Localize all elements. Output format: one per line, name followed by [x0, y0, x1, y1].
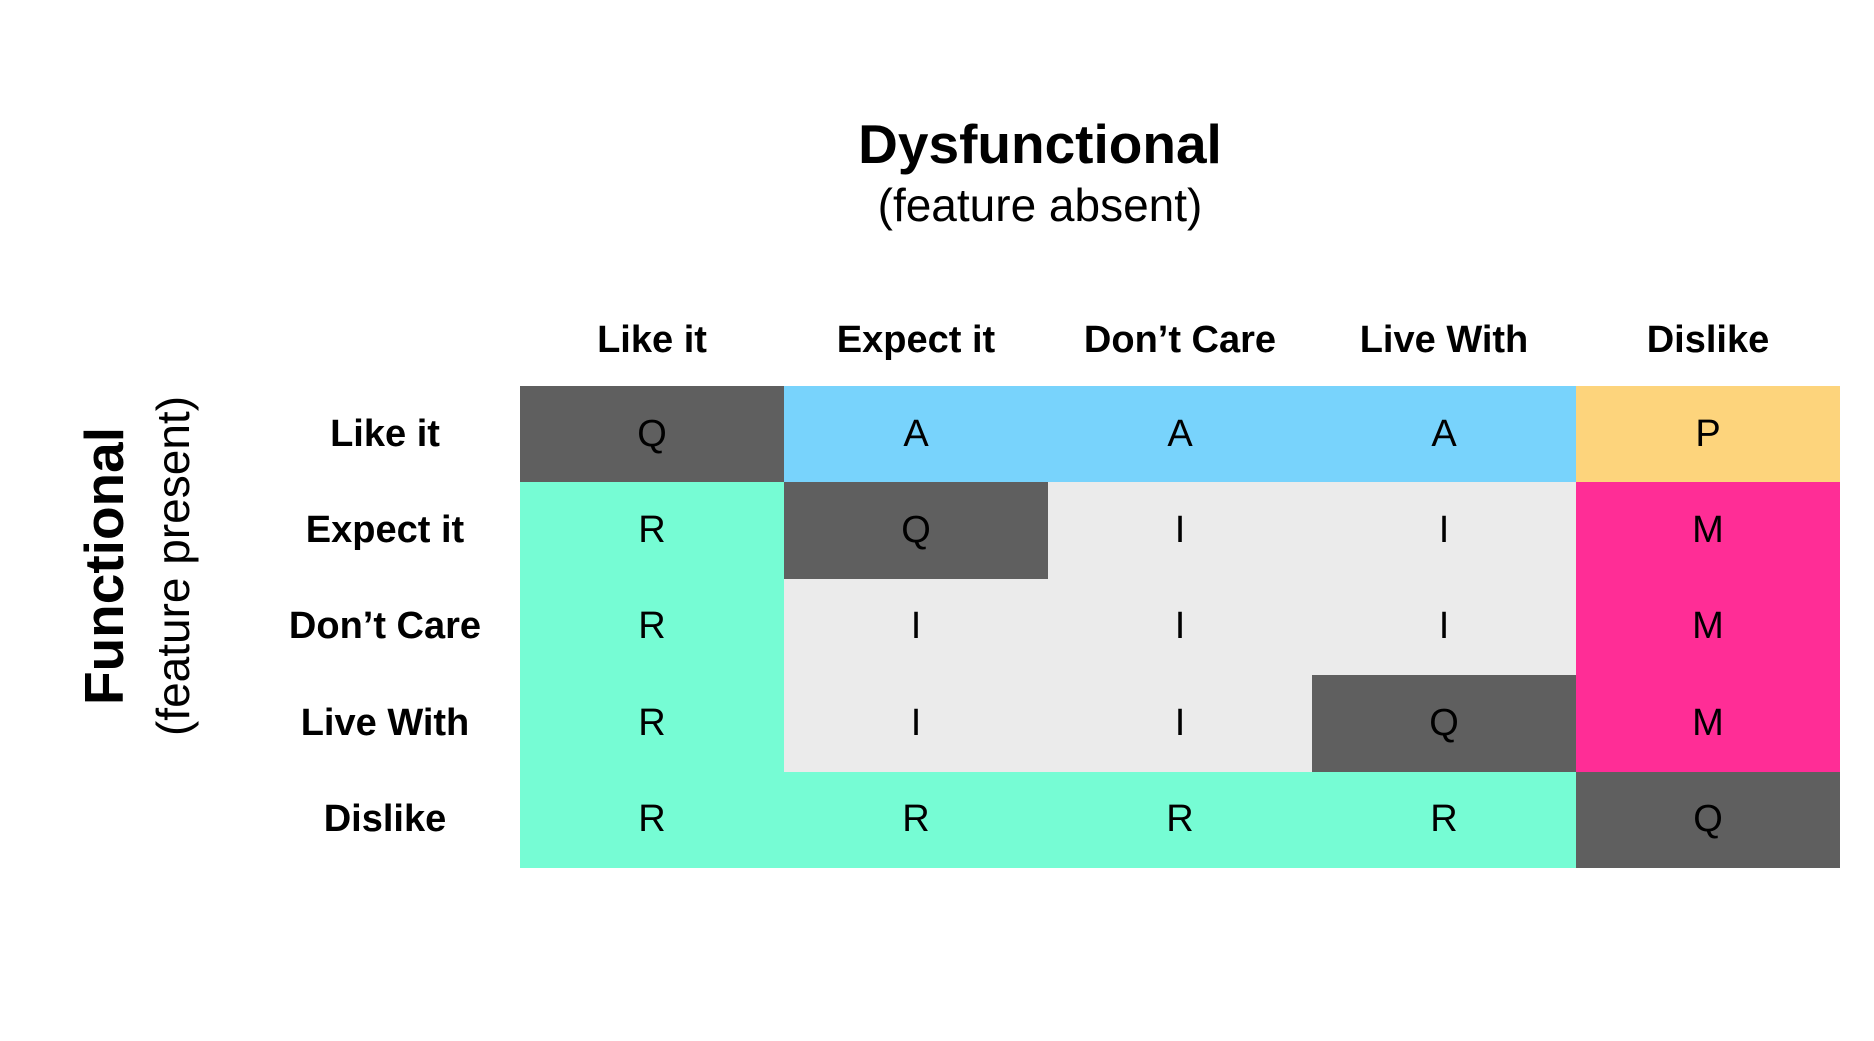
grid-cell: A	[1048, 386, 1312, 483]
grid-cell: I	[1048, 675, 1312, 772]
grid-cell: I	[1312, 578, 1576, 676]
grid-cell: M	[1576, 578, 1840, 676]
grid-cell: M	[1576, 482, 1840, 579]
grid-cell: R	[1048, 771, 1312, 868]
grid-cell: I	[1312, 482, 1576, 579]
grid-cell: Q	[1576, 771, 1840, 868]
grid-cell: P	[1576, 386, 1840, 483]
grid-cell: R	[520, 482, 784, 579]
dysfunctional-subtitle: (feature absent)	[877, 179, 1203, 231]
grid-cell: A	[1312, 386, 1576, 483]
grid-cell: Q	[1312, 675, 1576, 772]
grid-cell: R	[784, 771, 1048, 868]
row-header-expect-it: Expect it	[305, 508, 465, 551]
grid-cell: R	[1312, 771, 1576, 868]
grid-cell: I	[1048, 482, 1312, 579]
grid-cell: A	[784, 386, 1048, 483]
grid-cell: I	[1048, 578, 1312, 676]
grid-cell: M	[1576, 675, 1840, 772]
grid-cell: Q	[520, 386, 784, 483]
grid-cell: R	[520, 675, 784, 772]
row-header-like-it: Like it	[330, 412, 440, 455]
grid-cell: R	[520, 578, 784, 676]
column-header-live-with: Live With	[1359, 318, 1529, 361]
column-header-dont-care: Don’t Care	[1083, 318, 1277, 361]
grid-cell: R	[520, 771, 784, 868]
column-header-like-it: Like it	[597, 318, 707, 361]
column-header-dislike: Dislike	[1646, 318, 1770, 361]
functional-title: Functional	[73, 426, 135, 706]
row-header-dislike: Dislike	[323, 797, 447, 840]
grid-cell: Q	[784, 482, 1048, 579]
grid-cell: I	[784, 578, 1048, 676]
column-header-expect-it: Expect it	[836, 318, 996, 361]
row-header-live-with: Live With	[300, 701, 470, 744]
kano-evaluation-grid: Q A A A P R Q I I M R I I I M R I I Q M …	[520, 386, 1840, 868]
dysfunctional-title: Dysfunctional	[858, 113, 1222, 175]
grid-cell: I	[784, 675, 1048, 772]
functional-subtitle: (feature present)	[147, 395, 199, 737]
row-header-dont-care: Don’t Care	[288, 604, 482, 647]
